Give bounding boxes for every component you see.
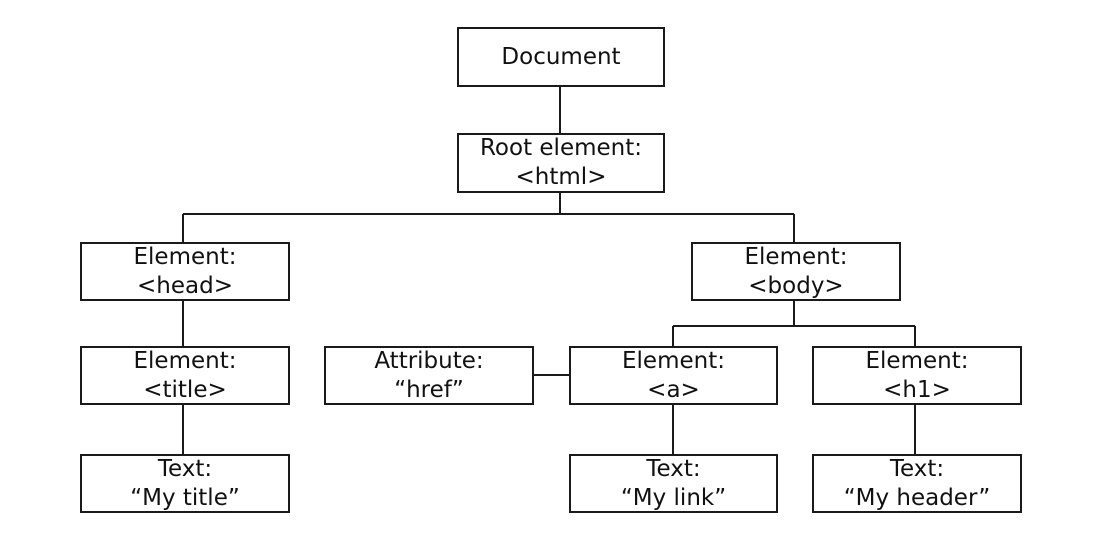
node-a: Element: <a> — [569, 346, 778, 405]
node-attribute-label: Attribute: — [374, 347, 484, 374]
node-text-header-label: Text: — [889, 455, 945, 482]
node-root-html: Root element: <html> — [457, 133, 665, 193]
node-document-label: Document — [501, 43, 621, 70]
node-a-label: Element: — [622, 347, 725, 374]
node-body-tag: <body> — [748, 272, 844, 299]
node-root-label: Root element: — [479, 135, 642, 161]
node-text-link: Text: “My link” — [569, 454, 778, 513]
node-text-header-value: “My header” — [843, 484, 991, 511]
node-head: Element: <head> — [80, 242, 290, 301]
node-text-title-value: “My title” — [130, 484, 240, 511]
node-body-label: Element: — [744, 243, 848, 270]
node-text-link-value: “My link” — [620, 484, 727, 511]
node-text-link-label: Text: — [646, 455, 701, 482]
node-body: Element: <body> — [691, 242, 901, 301]
node-title-label: Element: — [133, 347, 237, 374]
node-h1-label: Element: — [865, 347, 969, 374]
node-attribute-href: Attribute: “href” — [324, 346, 534, 405]
node-title-tag: <title> — [143, 376, 227, 403]
node-a-tag: <a> — [647, 376, 700, 403]
node-head-tag: <head> — [137, 272, 233, 299]
node-document: Document — [457, 27, 665, 87]
node-text-title-label: Text: — [157, 455, 213, 482]
node-head-label: Element: — [133, 243, 237, 270]
node-h1-tag: <h1> — [883, 376, 951, 403]
node-root-tag: <html> — [515, 164, 607, 190]
node-text-title: Text: “My title” — [80, 454, 290, 513]
node-text-header: Text: “My header” — [812, 454, 1022, 513]
node-attribute-value: “href” — [394, 376, 464, 403]
node-h1: Element: <h1> — [812, 346, 1022, 405]
node-title: Element: <title> — [80, 346, 290, 405]
